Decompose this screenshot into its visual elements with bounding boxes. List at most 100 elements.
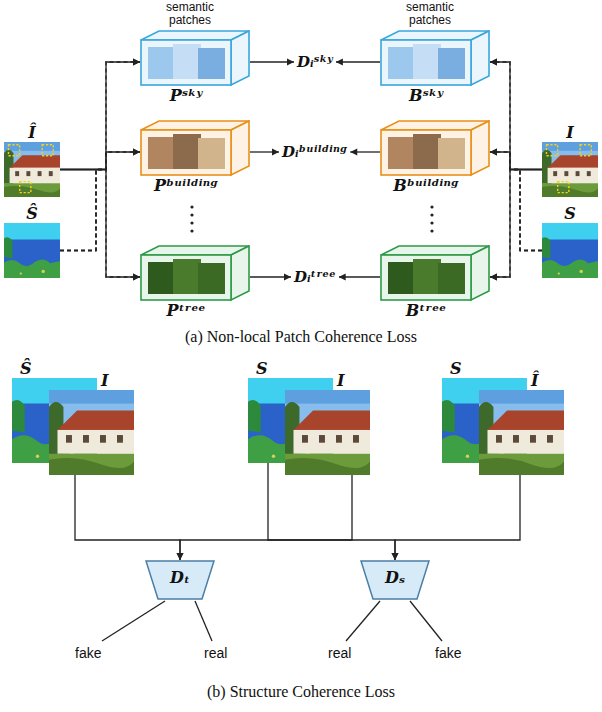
illustration-part	[198, 138, 225, 169]
node-label: Pᵗʳᵉᵉ	[140, 302, 250, 320]
illustration-part	[20, 273, 22, 275]
patch-cube: Bˢᵏʸ	[380, 30, 490, 105]
cube-frame	[380, 30, 490, 87]
arrowhead	[287, 59, 294, 66]
illustration-part	[198, 48, 225, 79]
connector	[60, 170, 140, 281]
node-label: I	[285, 372, 370, 390]
illustration-part	[558, 273, 560, 275]
illustration-part	[42, 145, 53, 156]
node-label: S	[442, 360, 527, 378]
illustration-part	[438, 263, 465, 294]
node-label: S	[248, 360, 333, 378]
sub-caption: (b) Structure Coherence Loss	[0, 683, 602, 701]
illustration-part	[488, 430, 565, 454]
node-label: Ŝ	[4, 205, 60, 223]
photo-image	[49, 390, 134, 475]
illustration-part	[285, 458, 370, 475]
connector-line	[180, 475, 352, 560]
illustration-part	[4, 183, 60, 197]
illustration-part	[413, 134, 441, 169]
group-heading: semantic patches	[150, 1, 230, 27]
arrowhead	[133, 274, 140, 281]
arrowhead	[133, 274, 140, 281]
connector	[250, 149, 279, 156]
segmentation-image: S	[542, 205, 598, 278]
node-label: Bᵗʳᵉᵉ	[380, 302, 490, 320]
illustration-part	[198, 263, 225, 294]
illustration-part	[542, 142, 598, 151]
illustration-part	[381, 255, 471, 300]
illustration-part	[558, 182, 569, 193]
group-heading: semantic patches	[390, 1, 470, 27]
illustration-part	[580, 270, 583, 273]
output-label: real	[328, 645, 351, 661]
patch-cube: Pˢᵏʸ	[140, 30, 250, 105]
illustration-part	[117, 435, 123, 443]
illustration-part	[438, 48, 465, 79]
illustration-part	[248, 400, 261, 433]
image-frame	[285, 390, 370, 475]
node-label: Bᵇᵘⁱˡᵈⁱⁿᵍ	[380, 177, 490, 195]
connector	[490, 59, 542, 251]
illustration-part	[479, 458, 564, 475]
connector-line	[75, 475, 180, 560]
image-frame	[542, 142, 598, 197]
connector-line	[60, 62, 140, 251]
connector	[60, 149, 140, 170]
cube-frame	[140, 120, 250, 177]
illustration-part	[49, 390, 134, 404]
patch-cube: Bᵇᵘⁱˡᵈⁱⁿᵍ	[380, 120, 490, 195]
illustration-part	[388, 137, 416, 169]
illustration-part	[381, 130, 471, 175]
distance-term: Dᵢᵗʳᵉᵉ	[291, 268, 339, 286]
arrowhead	[284, 274, 291, 281]
dot	[430, 205, 433, 208]
illustration-part	[141, 40, 231, 85]
arrowhead	[177, 553, 184, 560]
illustration-part	[231, 121, 249, 175]
arrowhead	[490, 149, 497, 156]
dot	[190, 221, 193, 224]
arrowhead	[350, 149, 357, 156]
illustration-part	[564, 171, 568, 176]
node-label: Bˢᵏʸ	[380, 87, 490, 105]
connector	[250, 59, 294, 66]
photo-image	[542, 142, 598, 197]
leader-lines	[102, 601, 442, 641]
illustration-part	[231, 246, 249, 300]
illustration-part	[173, 259, 201, 294]
image-frame	[479, 390, 564, 475]
image-frame	[4, 142, 60, 197]
node-label: I	[542, 124, 598, 142]
patch-cube: Pᵗʳᵉᵉ	[140, 245, 250, 320]
image-frame	[4, 223, 60, 278]
illustration-part	[148, 137, 176, 169]
illustration-part	[49, 454, 134, 475]
illustration-part	[8, 145, 19, 156]
illustration-part	[336, 435, 342, 443]
image-frame	[542, 223, 598, 278]
input-image: I	[542, 124, 598, 197]
node-label: Dₛ	[360, 560, 430, 596]
illustration-part	[471, 246, 489, 300]
input-image: Î	[4, 124, 60, 197]
distance-term: Dᵢᵇᵘⁱˡᵈⁱⁿᵍ	[279, 143, 350, 161]
patch-cube	[140, 120, 250, 177]
illustration-part	[542, 223, 598, 278]
discriminator: Dₛ	[360, 560, 430, 600]
leader-line	[346, 601, 380, 641]
illustration-part	[10, 168, 60, 183]
illustration-part	[294, 410, 371, 430]
connector	[177, 475, 353, 560]
illustration-part	[438, 138, 465, 169]
connector	[339, 274, 380, 281]
image-frame	[49, 390, 134, 475]
arrowhead	[490, 274, 497, 281]
illustration-part	[361, 561, 429, 599]
node-label: Dᵢᵗʳᵉᵉ	[291, 268, 339, 286]
connector	[60, 59, 140, 251]
connector-line	[60, 170, 140, 278]
illustration-part	[513, 435, 519, 443]
